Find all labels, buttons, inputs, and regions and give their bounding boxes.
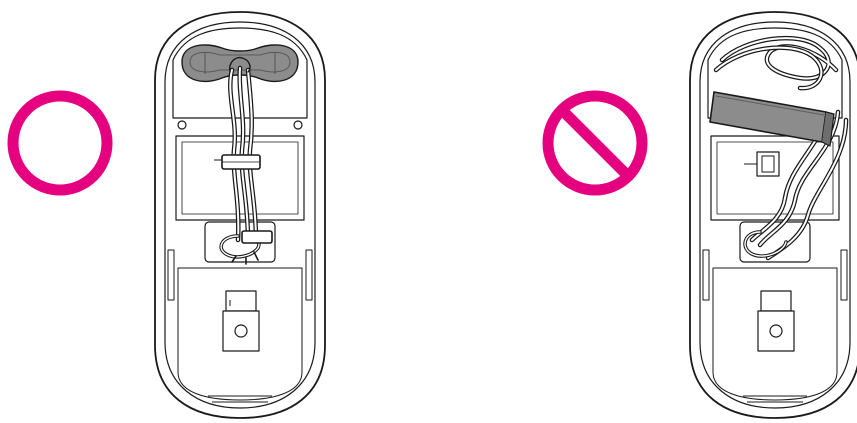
correct-mark-icon xyxy=(13,96,107,190)
latch-icon xyxy=(758,291,794,351)
cable-clamp-upper xyxy=(222,155,260,169)
prohibited-mark-icon xyxy=(548,96,642,190)
latch-icon xyxy=(223,291,259,351)
cable-clamp-lower xyxy=(242,231,272,243)
device-body-incorrect xyxy=(690,12,857,418)
